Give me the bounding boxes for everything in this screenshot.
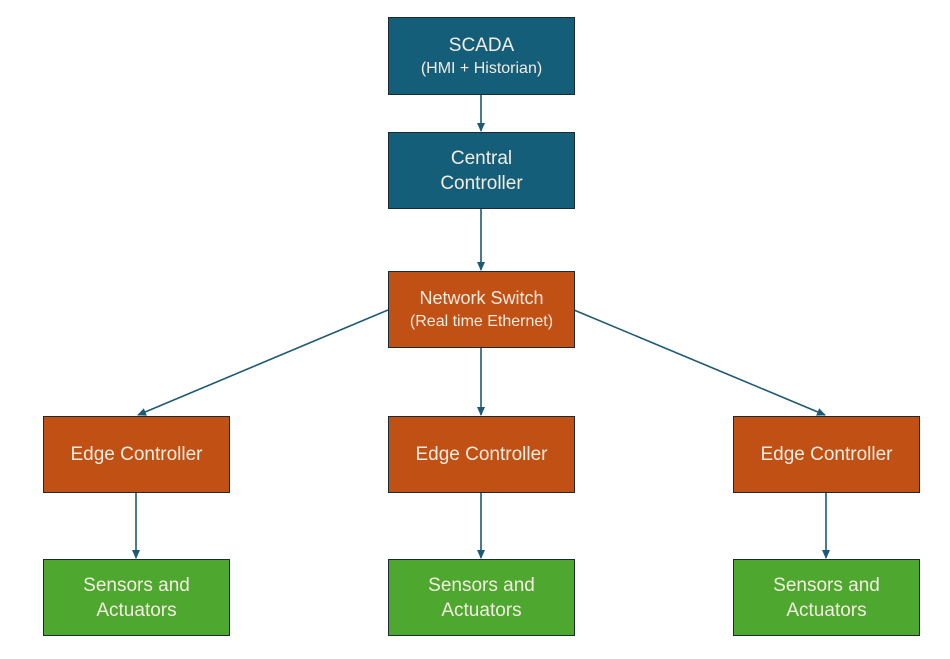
arrow-switch-to-edge-1	[137, 309, 389, 416]
sensors-line2: Actuators	[96, 599, 177, 621]
sensors-actuators-node-1: Sensors and Actuators	[43, 559, 230, 636]
scada-title: SCADA	[448, 34, 515, 56]
edge-label: Edge Controller	[415, 444, 548, 465]
arrow-switch-to-edge-3	[573, 309, 826, 416]
edge-label: Edge Controller	[70, 444, 203, 465]
network-switch-node: Network Switch (Real time Ethernet)	[388, 271, 575, 348]
edge-controller-node-3: Edge Controller	[733, 416, 920, 493]
edge-label: Edge Controller	[760, 444, 893, 465]
central-line1: Central	[450, 147, 513, 169]
edge-controller-node-2: Edge Controller	[388, 416, 575, 493]
sensors-line2: Actuators	[441, 599, 522, 621]
sensors-line1: Sensors and	[428, 574, 535, 596]
sensors-line2: Actuators	[786, 599, 867, 621]
scada-subtitle: (HMI + Historian)	[420, 59, 543, 77]
central-line2: Controller	[440, 172, 523, 194]
sensors-line1: Sensors and	[773, 574, 880, 596]
sensors-actuators-node-3: Sensors and Actuators	[733, 559, 920, 636]
edge-controller-node-1: Edge Controller	[43, 416, 230, 493]
sensors-line1: Sensors and	[83, 574, 190, 596]
switch-title: Network Switch	[419, 288, 544, 308]
scada-node: SCADA (HMI + Historian)	[388, 17, 575, 95]
sensors-actuators-node-2: Sensors and Actuators	[388, 559, 575, 636]
central-controller-node: Central Controller	[388, 132, 575, 209]
switch-subtitle: (Real time Ethernet)	[409, 313, 554, 330]
